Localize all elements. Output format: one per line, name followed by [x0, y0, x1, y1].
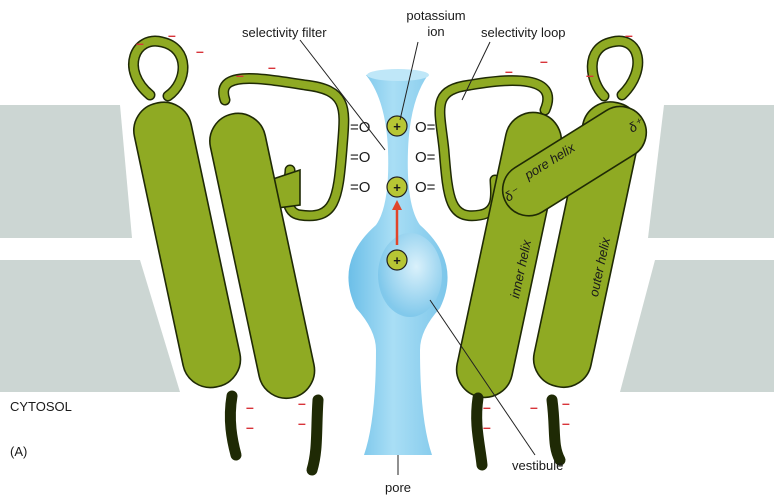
charge-minus: –	[136, 35, 144, 51]
potassium-ion-3: +	[387, 250, 407, 270]
svg-text:+: +	[393, 253, 401, 268]
membrane-right-lower	[620, 260, 774, 392]
selectivity-filter-label: selectivity filter	[242, 25, 327, 40]
oxygen-left-2: =O	[350, 149, 370, 166]
vestibule-label: vestibule	[512, 458, 563, 473]
selectivity-loop-label: selectivity loop	[481, 25, 566, 40]
charge-minus: –	[246, 399, 254, 415]
charge-minus: –	[530, 399, 538, 415]
panel-label: (A)	[10, 444, 27, 459]
charge-minus: –	[540, 53, 548, 69]
charge-minus: –	[298, 415, 306, 431]
left-subunit	[129, 41, 344, 470]
oxygen-left-3: =O	[350, 179, 370, 196]
membrane-right-upper	[648, 105, 774, 238]
svg-text:+: +	[393, 180, 401, 195]
pore-top-rim	[367, 69, 429, 81]
charge-minus: –	[625, 27, 633, 43]
oxygen-right-3: O=	[415, 179, 436, 196]
charge-minus: –	[168, 27, 176, 43]
svg-text:+: +	[393, 119, 401, 134]
membrane-left-upper	[0, 105, 132, 238]
left-tail-2	[312, 400, 318, 470]
charge-minus: –	[246, 419, 254, 435]
charge-minus: –	[505, 63, 513, 79]
potassium-label-line2: ion	[427, 24, 444, 39]
charge-minus: –	[483, 419, 491, 435]
cytosol-label: CYTOSOL	[10, 399, 72, 414]
charge-minus: –	[196, 43, 204, 59]
right-subunit	[440, 41, 656, 465]
right-tail-2	[552, 400, 560, 460]
right-tail-1	[477, 398, 482, 465]
charge-minus: –	[586, 67, 594, 83]
potassium-label-line1: potassium	[406, 8, 465, 23]
charge-minus: –	[268, 59, 276, 75]
charge-minus: –	[483, 399, 491, 415]
oxygen-right-1: O=	[415, 119, 436, 136]
membrane-left-lower	[0, 260, 180, 392]
pore-label: pore	[385, 480, 411, 495]
left-tail-1	[230, 396, 236, 455]
oxygen-right-2: O=	[415, 149, 436, 166]
potassium-ion-2: +	[387, 177, 407, 197]
charge-minus: –	[562, 415, 570, 431]
potassium-ion-1: +	[387, 116, 407, 136]
charge-minus: –	[298, 395, 306, 411]
charge-minus: –	[562, 395, 570, 411]
charge-minus: –	[236, 67, 244, 83]
